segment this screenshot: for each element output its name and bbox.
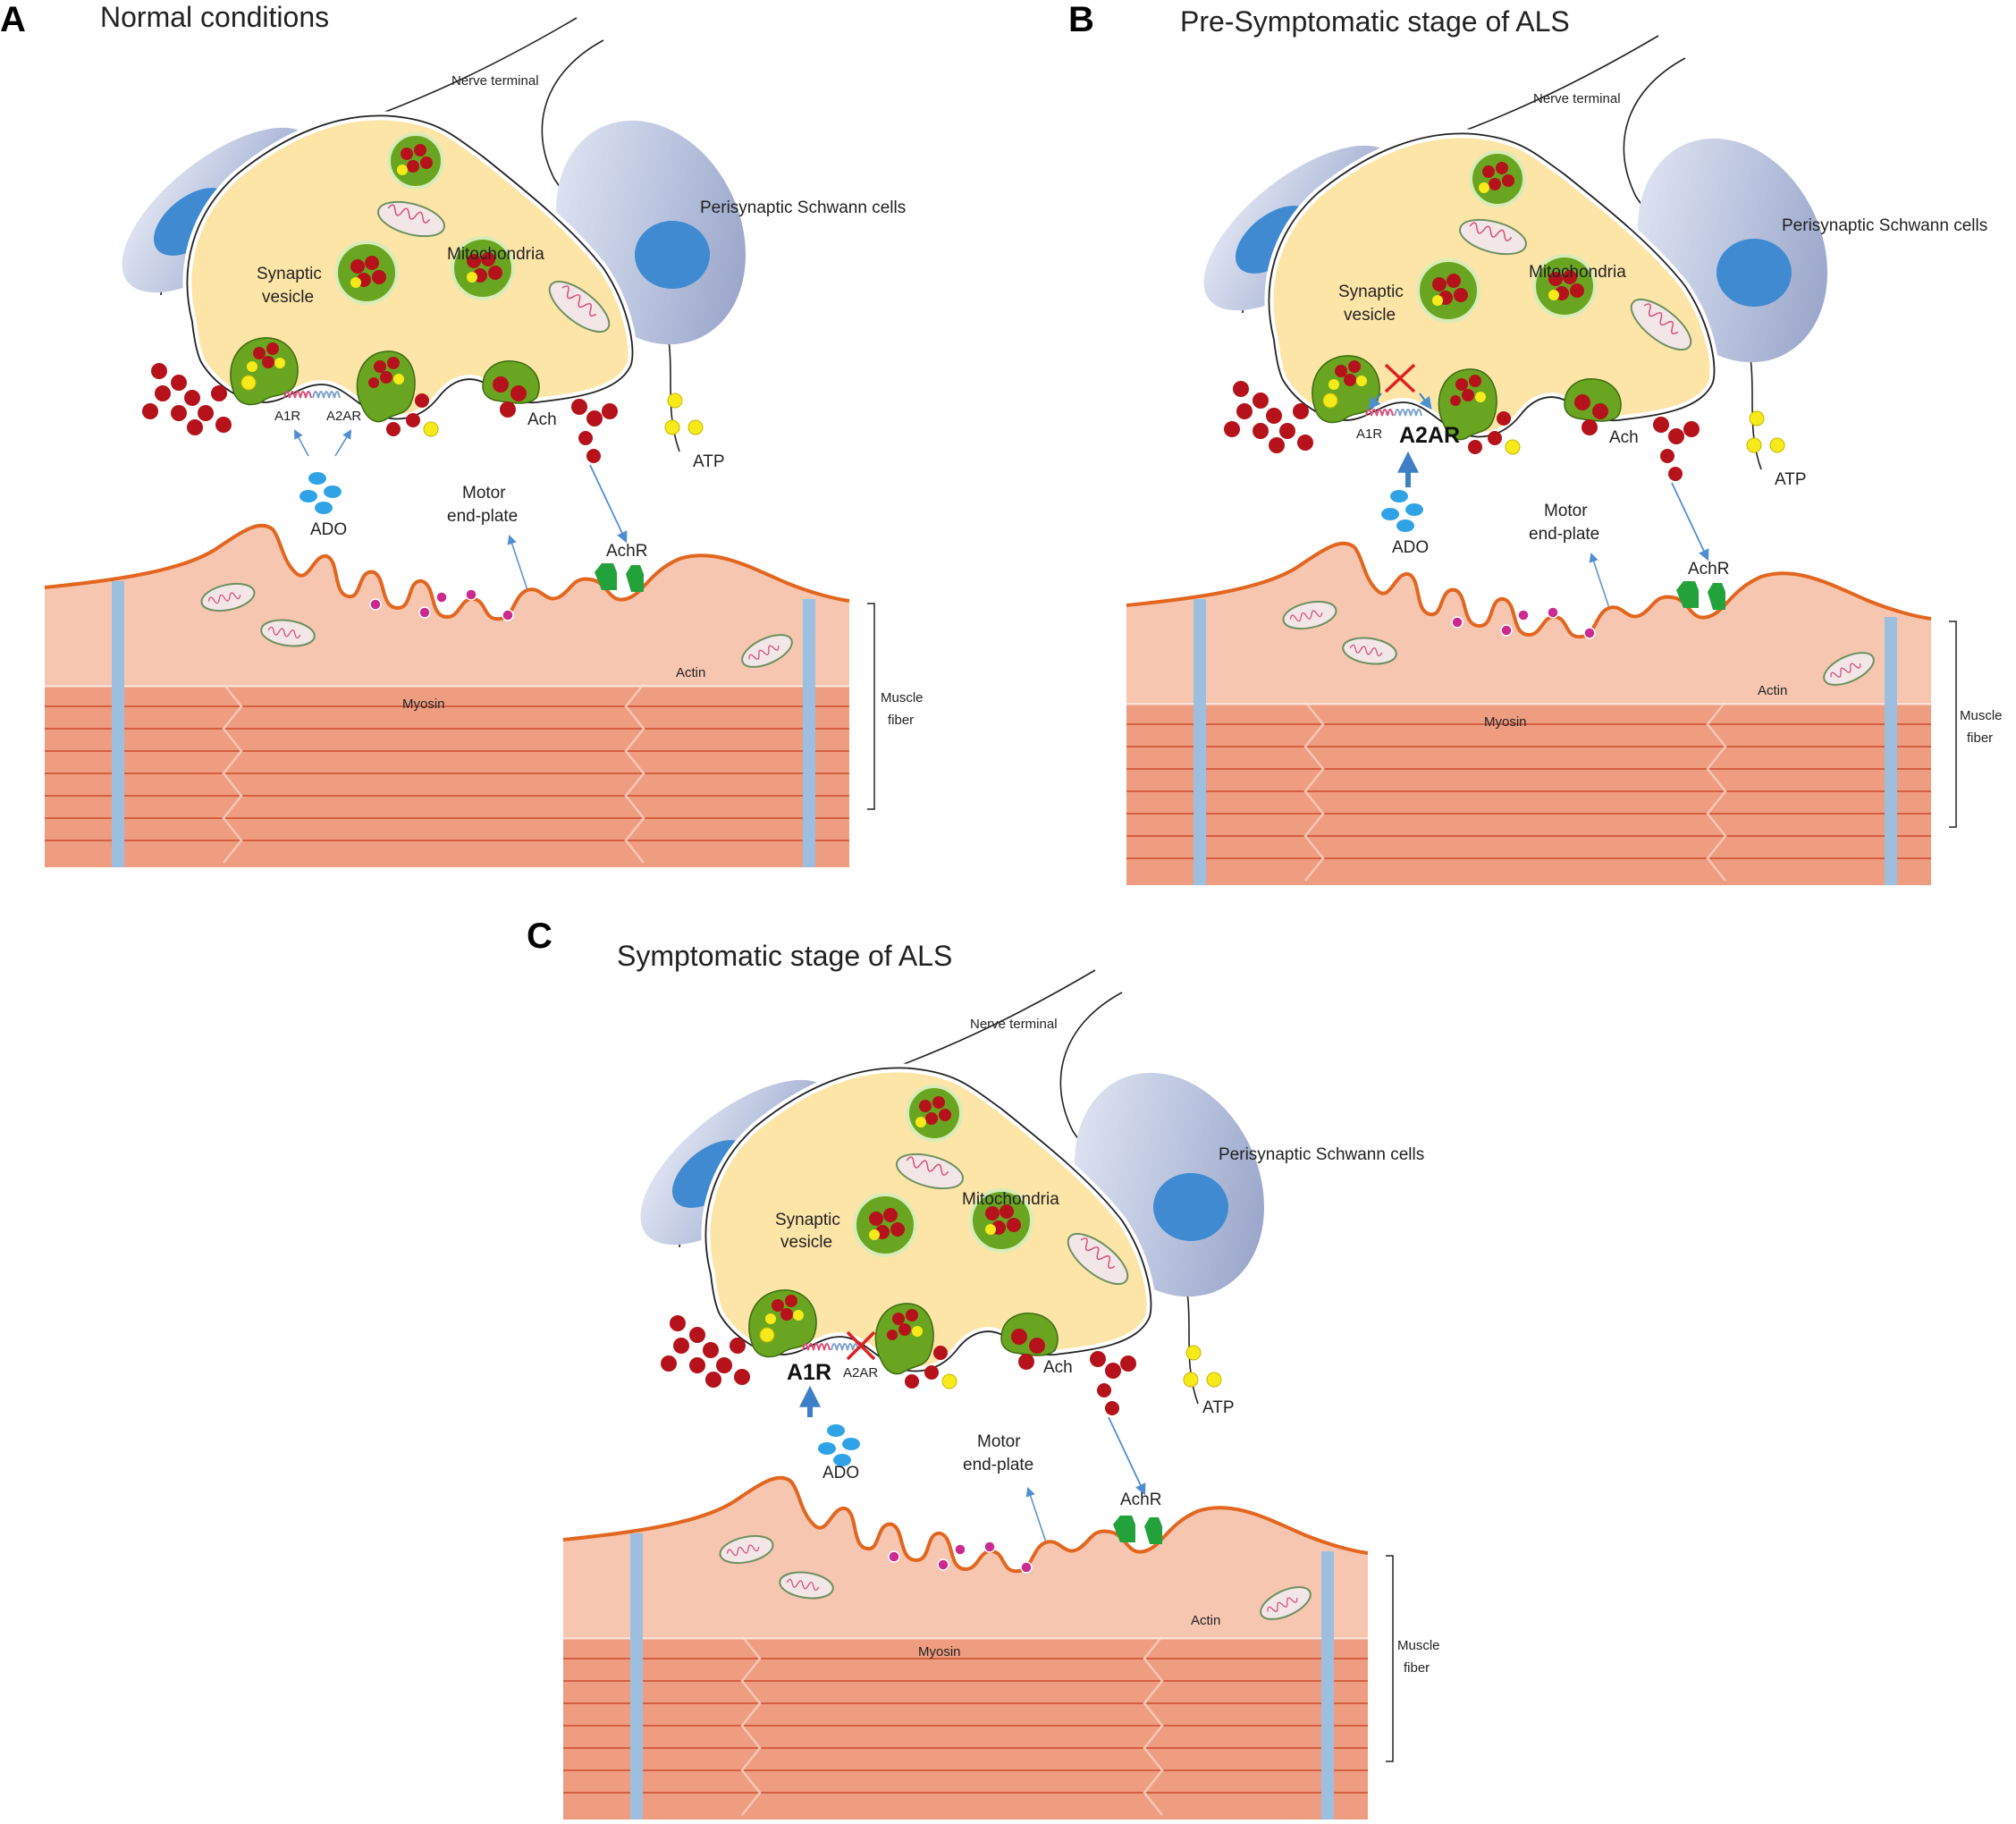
panel-c: C Symptomatic stage of ALS Nerve termina… xyxy=(527,916,1440,1820)
panel-b-nerve-terminal-label: Nerve terminal xyxy=(1533,91,1621,106)
panel-a-a1r-label: A1R xyxy=(274,409,300,424)
panel-c-atp-label: ATP xyxy=(1202,1398,1235,1417)
panel-c-schwann-label: Perisynaptic Schwann cells xyxy=(1219,1145,1424,1164)
panel-c-title: Symptomatic stage of ALS xyxy=(617,940,952,972)
panel-b-schwann-label: Perisynaptic Schwann cells xyxy=(1782,216,1987,235)
panel-b-a1r-label: A1R xyxy=(1356,426,1382,442)
panel-a-atp-label: ATP xyxy=(693,452,725,471)
panel-b-motor-label-2: end-plate xyxy=(1529,525,1599,544)
panel-a-letter: A xyxy=(0,0,26,39)
panel-b-muscle-label-1: Muscle xyxy=(1960,708,2003,723)
panel-c-ach-label: Ach xyxy=(1043,1358,1073,1377)
panel-c-a2ar-label: A2AR xyxy=(843,1365,878,1381)
panel-a-muscle-label-1: Muscle xyxy=(881,690,924,705)
panel-b-letter: B xyxy=(1068,0,1094,39)
panel-c-achr-label: AchR xyxy=(1120,1490,1161,1509)
panel-b-motor-label-1: Motor xyxy=(1544,502,1588,520)
panel-b-atp-label: ATP xyxy=(1775,470,1807,489)
panel-b-a2ar-label: A2AR xyxy=(1399,423,1460,448)
panel-b-mitochondria-label: Mitochondria xyxy=(1529,263,1626,282)
panel-a-ado-label: ADO xyxy=(310,520,347,539)
panel-c-actin-label: Actin xyxy=(1191,1613,1220,1628)
panel-b-actin-label: Actin xyxy=(1758,683,1787,698)
panel-c-muscle-label-2: fiber xyxy=(1404,1660,1430,1676)
panel-c-motor-label-2: end-plate xyxy=(963,1456,1033,1474)
panel-a-a2ar-label: A2AR xyxy=(326,409,361,424)
panel-a-nerve-terminal-label: Nerve terminal xyxy=(451,73,539,89)
panel-b: B Pre-Symptomatic stage of ALS Nerve ter… xyxy=(1068,0,2003,885)
panel-b-title: Pre-Symptomatic stage of ALS xyxy=(1180,5,1570,38)
panel-a-actin-label: Actin xyxy=(676,665,705,680)
panel-b-achr-label: AchR xyxy=(1688,560,1729,578)
panel-b-ach-label: Ach xyxy=(1609,428,1639,447)
panel-a-muscle-label-2: fiber xyxy=(888,713,914,728)
panel-b-ado-label: ADO xyxy=(1392,538,1429,557)
panel-b-muscle-label-2: fiber xyxy=(1967,730,1993,746)
panel-c-letter: C xyxy=(527,916,553,956)
panel-c-cross-icon xyxy=(846,1330,876,1361)
panel-a-mitochondria-label: Mitochondria xyxy=(447,245,544,264)
panel-a-vesicle-label-1: Synaptic xyxy=(257,265,322,283)
panel-c-motor-label-1: Motor xyxy=(977,1432,1021,1451)
panel-c-vesicle-label-2: vesicle xyxy=(780,1233,832,1252)
panel-c-myosin-label: Myosin xyxy=(918,1644,961,1659)
panel-c-mitochondria-label: Mitochondria xyxy=(962,1190,1059,1209)
panel-a-schwann-label: Perisynaptic Schwann cells xyxy=(700,198,906,217)
panel-c-muscle-label-1: Muscle xyxy=(1397,1638,1440,1653)
panel-a-motor-label-1: Motor xyxy=(462,484,506,502)
panel-c-nerve-terminal-label: Nerve terminal xyxy=(970,1017,1058,1032)
panel-c-a1r-label: A1R xyxy=(787,1360,831,1385)
panel-a-vesicle-label-2: vesicle xyxy=(262,288,314,307)
panel-a-achr-label: AchR xyxy=(606,542,647,561)
panel-b-vesicle-label-1: Synaptic xyxy=(1338,283,1404,301)
panel-c-vesicle-label-1: Synaptic xyxy=(775,1211,840,1229)
panel-a-ach-label: Ach xyxy=(527,410,557,429)
panel-a-myosin-label: Myosin xyxy=(402,697,445,712)
panel-c-ado-label: ADO xyxy=(822,1464,859,1482)
panel-a-motor-label-2: end-plate xyxy=(447,507,518,526)
panel-b-myosin-label: Myosin xyxy=(1484,714,1527,730)
panel-b-cross-icon xyxy=(1384,363,1416,393)
panel-b-vesicle-label-2: vesicle xyxy=(1344,306,1396,325)
panel-a: A Normal conditions Nerve terminal Peris… xyxy=(0,0,924,867)
panel-a-title: Normal conditions xyxy=(100,1,329,33)
